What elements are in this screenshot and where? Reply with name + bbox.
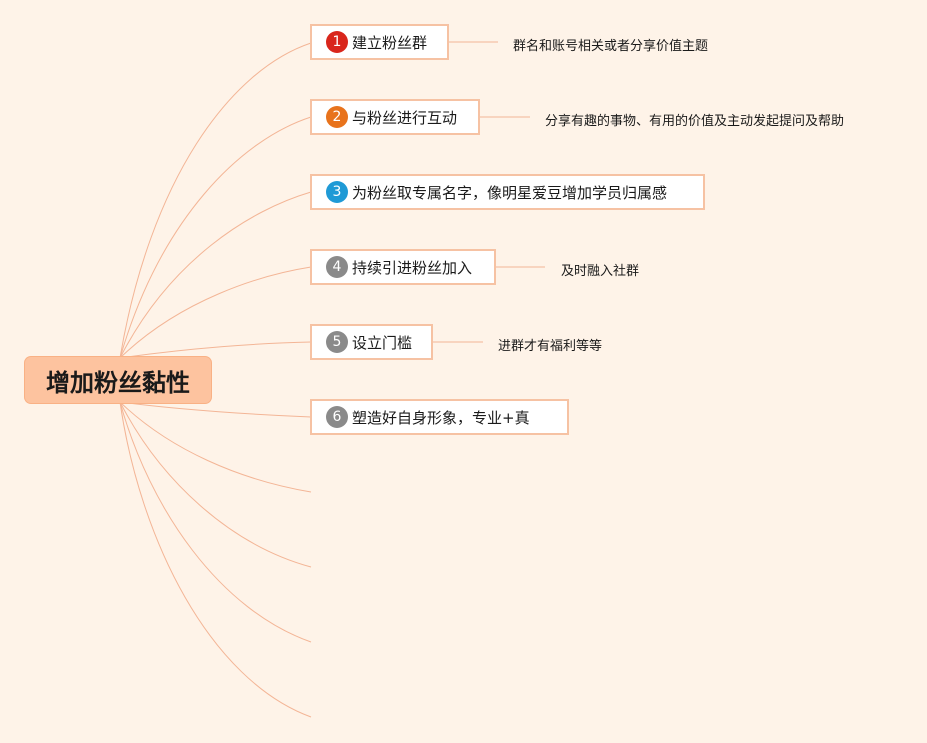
- number-badge-1: 1: [326, 31, 348, 53]
- topic-node-4[interactable]: 4 持续引进粉丝加入: [310, 249, 496, 285]
- topic-node-6[interactable]: 6 塑造好自身形象，专业+真: [310, 399, 569, 435]
- topic-node-4-label: 持续引进粉丝加入: [352, 258, 473, 277]
- connector-empty-2: [119, 401, 312, 568]
- note-2: 分享有趣的事物、有用的价值及主动发起提问及帮助: [545, 114, 845, 129]
- topic-node-2-label: 与粉丝进行互动: [352, 108, 458, 127]
- topic-node-6-label: 塑造好自身形象，专业+真: [352, 408, 530, 427]
- connector-branch-6: [119, 401, 312, 418]
- root-topic[interactable]: 增加粉丝黏性: [25, 357, 211, 403]
- connector-branch-5: [119, 341, 312, 359]
- number-badge-2: 2: [326, 106, 348, 128]
- number-badge-3: 3: [326, 181, 348, 203]
- note-4: 及时融入社群: [561, 264, 640, 279]
- topic-node-1[interactable]: 1 建立粉丝群: [310, 24, 449, 60]
- topic-node-5[interactable]: 5 设立门槛: [310, 324, 433, 360]
- root-topic-label: 增加粉丝黏性: [46, 368, 190, 397]
- connector-empty-3: [119, 401, 312, 643]
- topic-node-1-label: 建立粉丝群: [352, 33, 428, 52]
- connector-branch-1: [119, 42, 312, 359]
- connector-empty-4: [119, 401, 312, 718]
- number-badge-5: 5: [326, 331, 348, 353]
- topic-node-3[interactable]: 3 为粉丝取专属名字，像明星爱豆增加学员归属感: [310, 174, 705, 210]
- topic-node-5-label: 设立门槛: [352, 333, 413, 352]
- connector-empty-1: [119, 401, 312, 493]
- connector-branch-3: [119, 191, 312, 359]
- topic-node-3-label: 为粉丝取专属名字，像明星爱豆增加学员归属感: [352, 183, 668, 202]
- note-5: 进群才有福利等等: [498, 339, 603, 354]
- connector-branch-2: [119, 116, 312, 359]
- topic-node-2[interactable]: 2 与粉丝进行互动: [310, 99, 480, 135]
- connector-branch-4: [119, 266, 312, 359]
- number-badge-4: 4: [326, 256, 348, 278]
- number-badge-6: 6: [326, 406, 348, 428]
- note-1: 群名和账号相关或者分享价值主题: [513, 39, 709, 54]
